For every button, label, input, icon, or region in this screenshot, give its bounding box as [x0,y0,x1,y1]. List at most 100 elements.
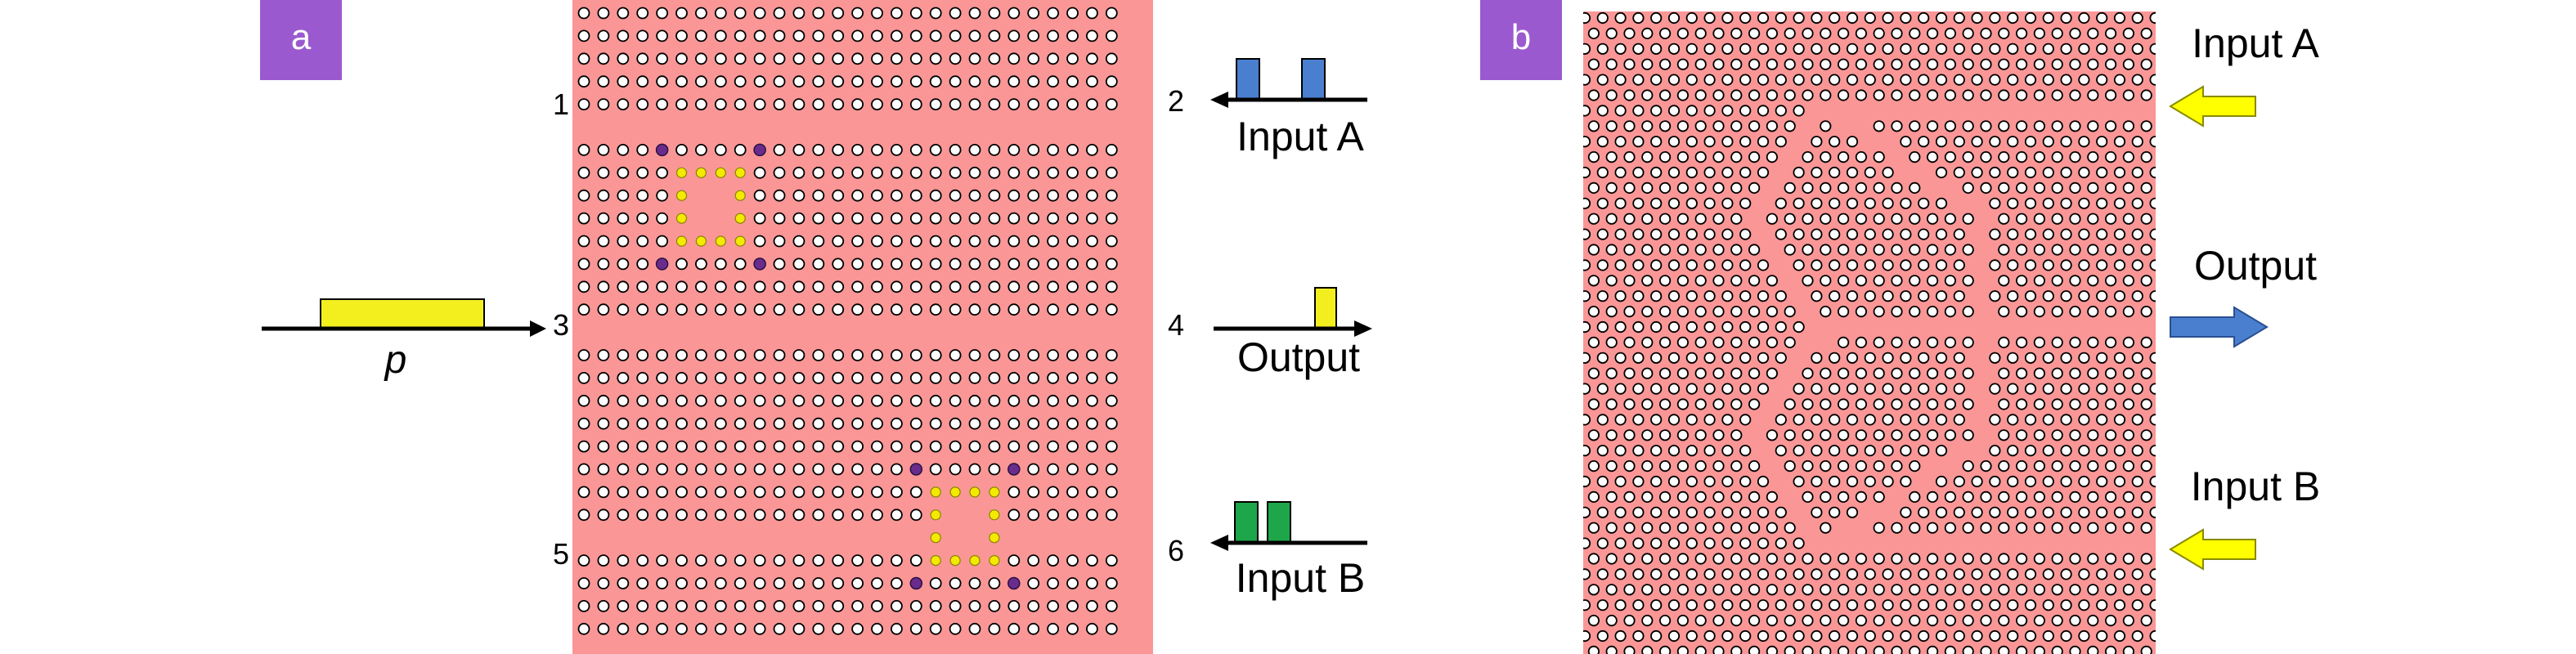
lattice-hole [1909,553,1921,565]
lattice-hole [2042,599,2054,611]
lattice-hole [1918,228,1930,240]
lattice-hole [2007,383,2019,395]
lattice-hole [2069,244,2081,256]
lattice-hole [1838,336,1850,348]
lattice-hole [773,371,786,384]
lattice-hole [1066,280,1079,293]
lattice-hole [1650,414,1663,426]
lattice-hole [1918,290,1930,302]
lattice-hole [988,52,1001,65]
lattice-hole [1632,320,1645,334]
lattice-hole [1641,213,1654,225]
lattice-hole [695,75,707,88]
lattice-hole [1641,645,1654,654]
lattice-hole [2033,614,2045,627]
lattice-hole [1918,445,1930,457]
lattice-hole [1775,74,1787,86]
lattice-hole [1784,27,1796,40]
lattice-hole [636,486,649,499]
lattice-hole [1623,490,1636,504]
lattice-hole [597,622,610,635]
lattice-hole [1748,181,1761,194]
lattice-hole [1748,151,1761,164]
lattice-hole [1587,336,1600,348]
lattice-hole [1980,27,1992,40]
lattice-hole [753,166,766,179]
lattice-hole [1793,320,1805,334]
lattice-hole [2051,275,2063,287]
lattice-hole [851,600,864,612]
lattice-hole [2078,43,2090,55]
lattice-hole [988,600,1001,612]
lattice-hole [1730,244,1743,256]
lattice-hole [1980,553,1992,565]
lattice-hole [656,394,668,407]
lattice-hole [2016,27,2028,40]
lattice-hole [1623,522,1636,534]
lattice-hole [1793,228,1805,240]
lattice-hole [1685,414,1698,426]
lattice-hole [1864,568,1876,580]
lattice-hole [1855,27,1867,40]
lattice-hole [2016,213,2028,225]
lattice-hole [1730,181,1743,194]
lattice-hole [2051,584,2063,596]
lattice-hole [1614,259,1627,271]
lattice-hole [812,486,825,499]
lattice-hole [1944,275,1956,287]
lattice-hole [577,486,590,499]
lattice-hole [1953,228,1965,240]
port-label-1: 1 [553,87,569,121]
lattice-hole [1784,614,1796,627]
lattice-hole [1623,213,1636,225]
lattice-hole [1650,537,1663,549]
lattice-hole [1676,459,1689,473]
lattice-hole [1605,459,1618,473]
lattice-hole [1694,429,1707,441]
lattice-hole [1694,244,1707,256]
lattice-hole [1685,383,1698,395]
lattice-hole [577,577,590,589]
lattice-hole [1694,305,1707,318]
lattice-hole [792,622,806,635]
lattice-hole [1659,275,1672,287]
lattice-hole [909,417,922,430]
lattice-hole [1659,614,1672,627]
lattice-hole [1793,414,1805,426]
lattice-hole [1641,459,1654,473]
hole-lattice-b [1583,11,2156,654]
lattice-hole [1721,414,1734,426]
lattice-hole [1650,352,1663,364]
lattice-hole [1596,599,1609,611]
lattice-hole [1820,213,1832,225]
lattice-hole [617,622,630,635]
lattice-hole [1891,244,1903,256]
cavity-hole [949,486,961,498]
lattice-hole [2087,213,2099,225]
lattice-hole [1027,98,1040,110]
lattice-hole [1748,305,1761,318]
lattice-hole [1989,136,2001,148]
lattice-hole [1998,181,2010,194]
lattice-hole [1846,290,1859,302]
lattice-hole [1944,645,1956,654]
lattice-hole [1855,244,1867,256]
lattice-hole [695,98,707,110]
lattice-hole [909,7,922,20]
lattice-hole [2016,429,2028,441]
lattice-hole [1971,74,1983,86]
lattice-hole [1962,305,1974,318]
lattice-hole [1846,445,1859,457]
lattice-hole [1685,197,1698,209]
lattice-hole [851,486,864,499]
lattice-hole [891,622,903,635]
lattice-hole [1583,11,1591,25]
lattice-hole [1605,244,1618,256]
lattice-hole [1802,553,1814,565]
lattice-hole [2096,383,2108,395]
lattice-hole [1766,553,1778,565]
lattice-hole [1962,213,1974,225]
lattice-hole [656,98,668,110]
lattice-hole [1775,320,1787,334]
lattice-hole [1623,429,1636,441]
